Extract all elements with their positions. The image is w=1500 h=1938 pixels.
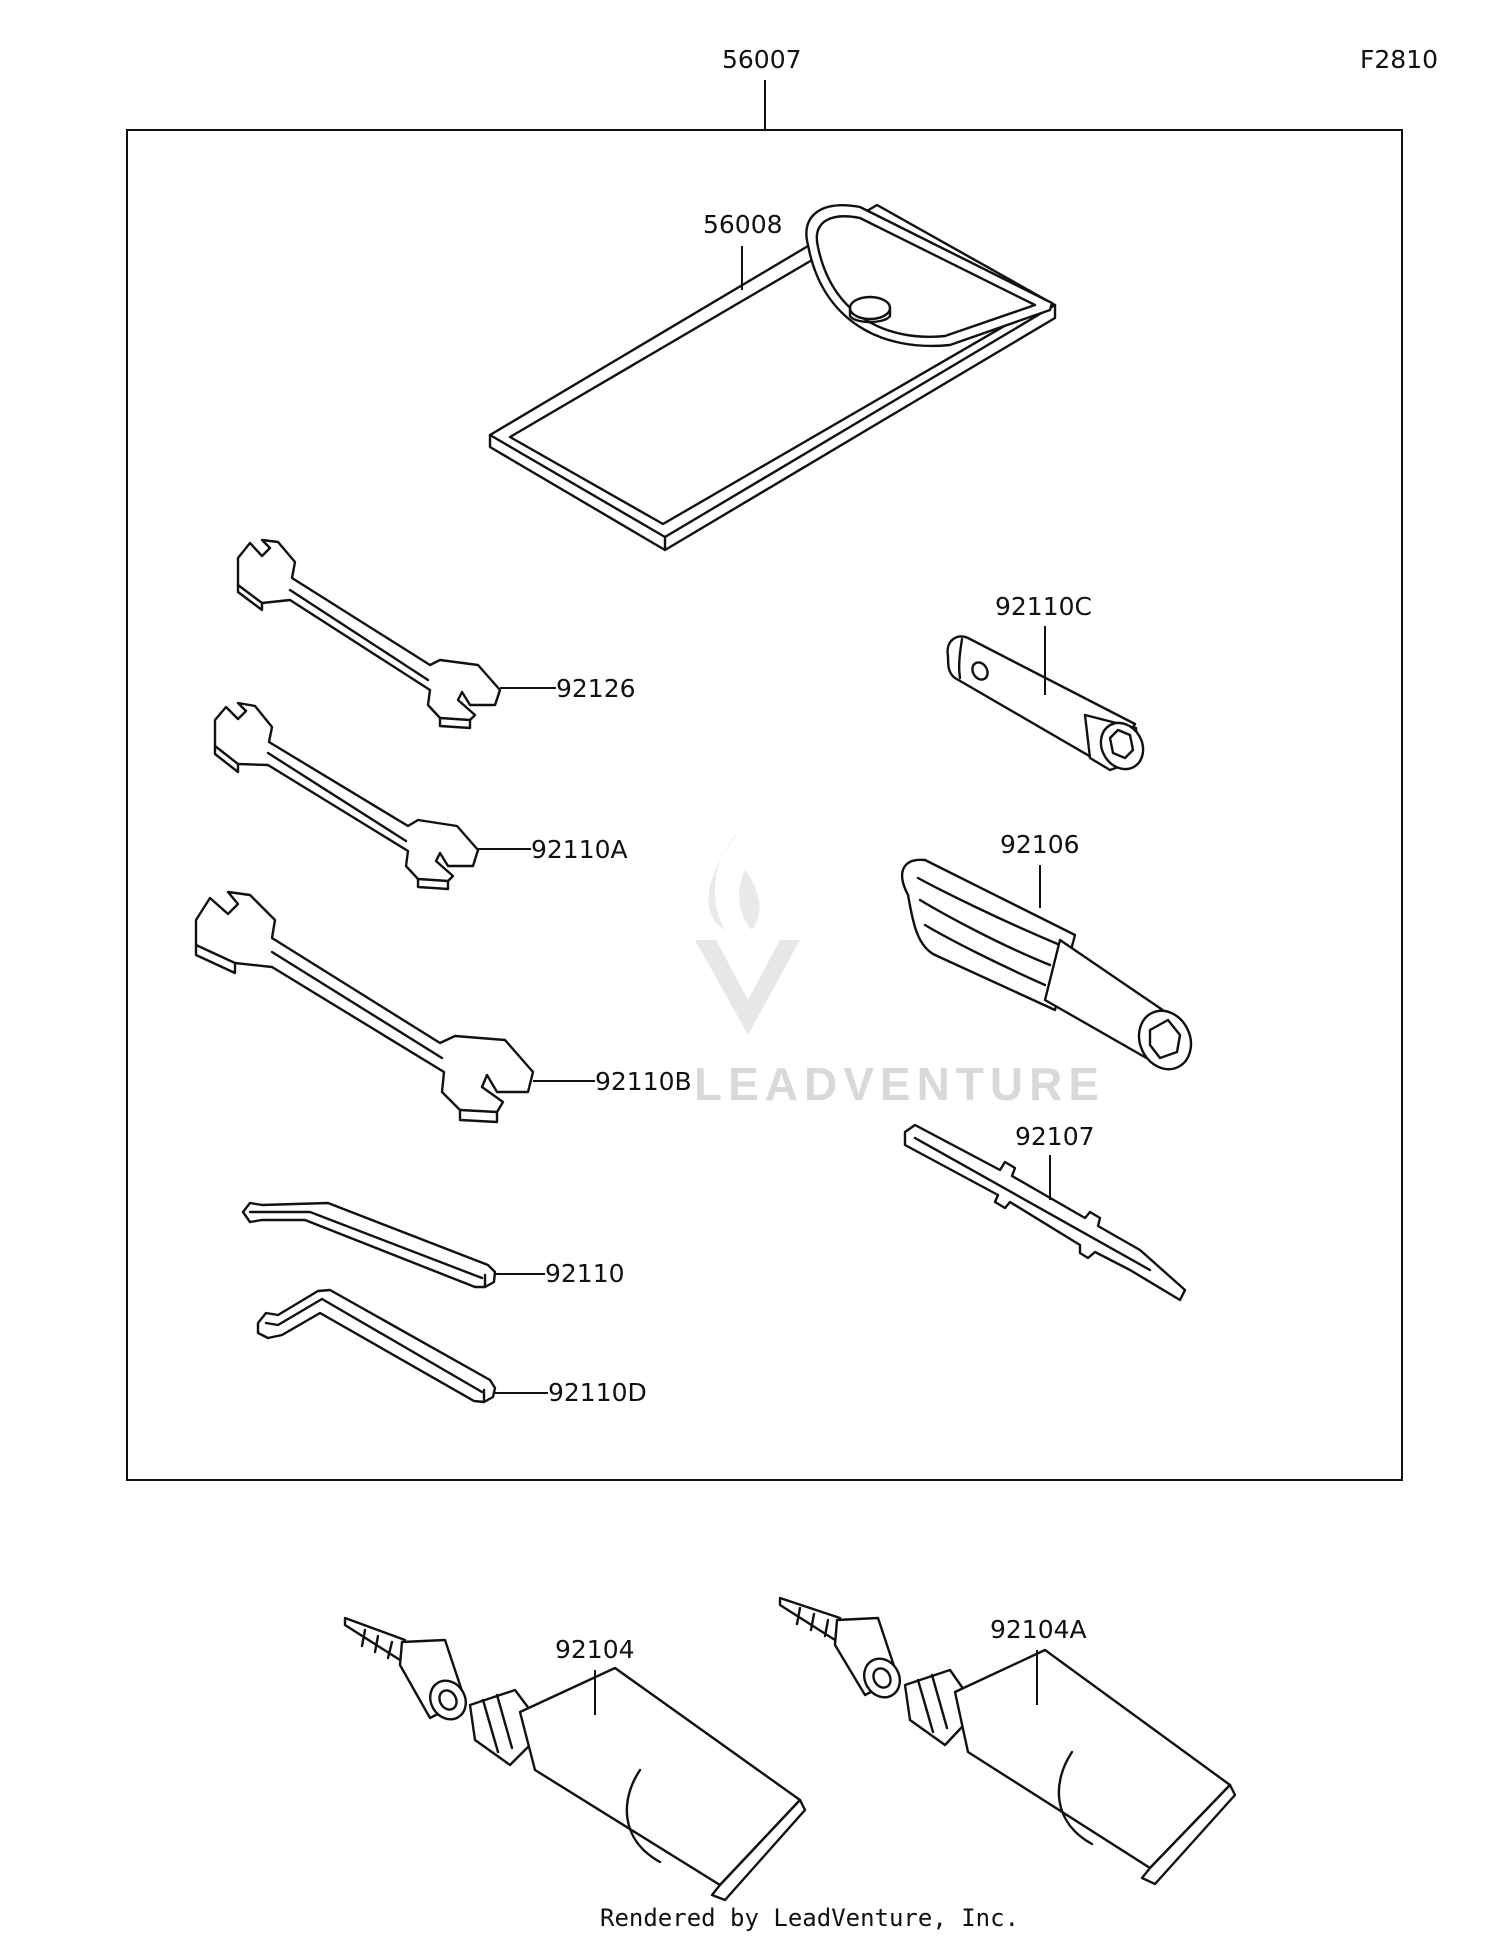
screwdriver-handle[interactable]	[901, 858, 1200, 1078]
label-wrench-small[interactable]: 92126	[556, 674, 636, 703]
wrench-large[interactable]	[194, 890, 535, 1124]
tool-case[interactable]	[488, 203, 1057, 552]
kit-frame	[126, 129, 1403, 1481]
kit-label[interactable]: 56007	[722, 45, 802, 74]
label-wrench-large[interactable]: 92110B	[595, 1067, 692, 1096]
hex-key-large[interactable]	[241, 1201, 497, 1289]
watermark-text: LEADVENTURE	[694, 1058, 1105, 1110]
label-screwdriver-bit[interactable]: 92107	[1015, 1122, 1095, 1151]
wrench-mid[interactable]	[213, 701, 480, 891]
label-screwdriver-handle[interactable]: 92106	[1000, 830, 1080, 859]
label-wrench-mid[interactable]: 92110A	[531, 835, 628, 864]
footer-credit: Rendered by LeadVenture, Inc.	[600, 1904, 1019, 1932]
label-hex-key-large[interactable]: 92110	[545, 1259, 625, 1288]
screwdriver-bit[interactable]	[903, 1123, 1187, 1302]
figure-code: F2810	[1360, 45, 1438, 74]
label-plug-wrench[interactable]: 92110C	[995, 592, 1092, 621]
watermark-logo	[695, 830, 800, 1035]
label-bond-tube-2[interactable]: 92104A	[990, 1615, 1087, 1644]
bond-tube-1[interactable]	[343, 1616, 807, 1902]
hex-key-small[interactable]	[256, 1288, 497, 1404]
bond-tube-2[interactable]	[778, 1596, 1237, 1886]
label-case[interactable]: 56008	[703, 210, 783, 239]
wrench-small[interactable]	[236, 538, 502, 730]
label-bond-tube-1[interactable]: 92104	[555, 1635, 635, 1664]
plug-wrench[interactable]	[946, 635, 1152, 776]
label-hex-key-small[interactable]: 92110D	[548, 1378, 647, 1407]
